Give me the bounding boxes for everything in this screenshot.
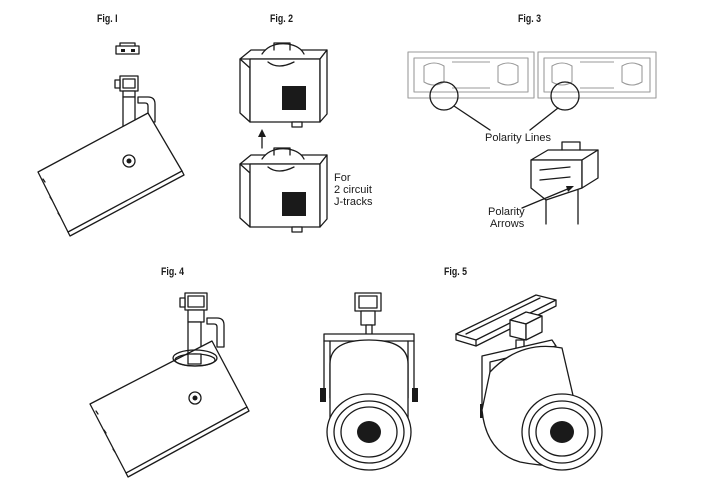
fig1-title: Fig. I xyxy=(97,13,118,25)
fig5-title: Fig. 5 xyxy=(444,266,467,278)
fig1-track-clip xyxy=(115,42,140,55)
fig2-drawing xyxy=(239,42,328,233)
fig2-title: Fig. 2 xyxy=(270,13,293,25)
fig2-note-line3: J-tracks xyxy=(334,196,373,208)
fig5a-can xyxy=(326,339,412,471)
fig2-adapter-bottom xyxy=(239,147,328,233)
polarity-arrows-label-line1: Polarity xyxy=(488,206,525,218)
fig5-side-view xyxy=(455,294,603,471)
fig3-drawing xyxy=(407,51,657,225)
fig5a-adapter xyxy=(354,292,382,340)
fig1-drawing xyxy=(37,42,185,237)
fig2-note-line1: For xyxy=(334,172,351,184)
fig2-up-arrow xyxy=(258,129,266,149)
fig4-adapter xyxy=(179,292,208,323)
fig5b-track xyxy=(455,294,557,347)
fig1-adapter xyxy=(114,75,139,98)
fig5b-can xyxy=(481,345,603,471)
fig1-panel xyxy=(37,112,185,237)
fig4-title: Fig. 4 xyxy=(161,266,184,278)
fig1-knob xyxy=(122,154,136,168)
fig3-title: Fig. 3 xyxy=(518,13,541,25)
fig3-track-right xyxy=(537,51,657,99)
fig4-knob xyxy=(188,391,202,405)
polarity-leader-lines xyxy=(453,105,559,131)
polarity-arrows-label-line2: Arrows xyxy=(490,218,525,230)
fig5-front-view xyxy=(320,292,418,471)
polarity-lines-label: Polarity Lines xyxy=(485,132,552,144)
polarity-arrow-leader xyxy=(521,186,574,209)
fig3-adapter xyxy=(530,141,599,225)
fig4-rotation-ring xyxy=(172,349,218,367)
fig2-adapter-top xyxy=(239,42,328,128)
fig4-panel xyxy=(89,340,250,478)
fig3-track-left xyxy=(407,51,535,99)
polarity-line-circles xyxy=(429,81,580,111)
fig2-note-line2: 2 circuit xyxy=(334,184,372,196)
fig4-drawing xyxy=(89,292,250,478)
